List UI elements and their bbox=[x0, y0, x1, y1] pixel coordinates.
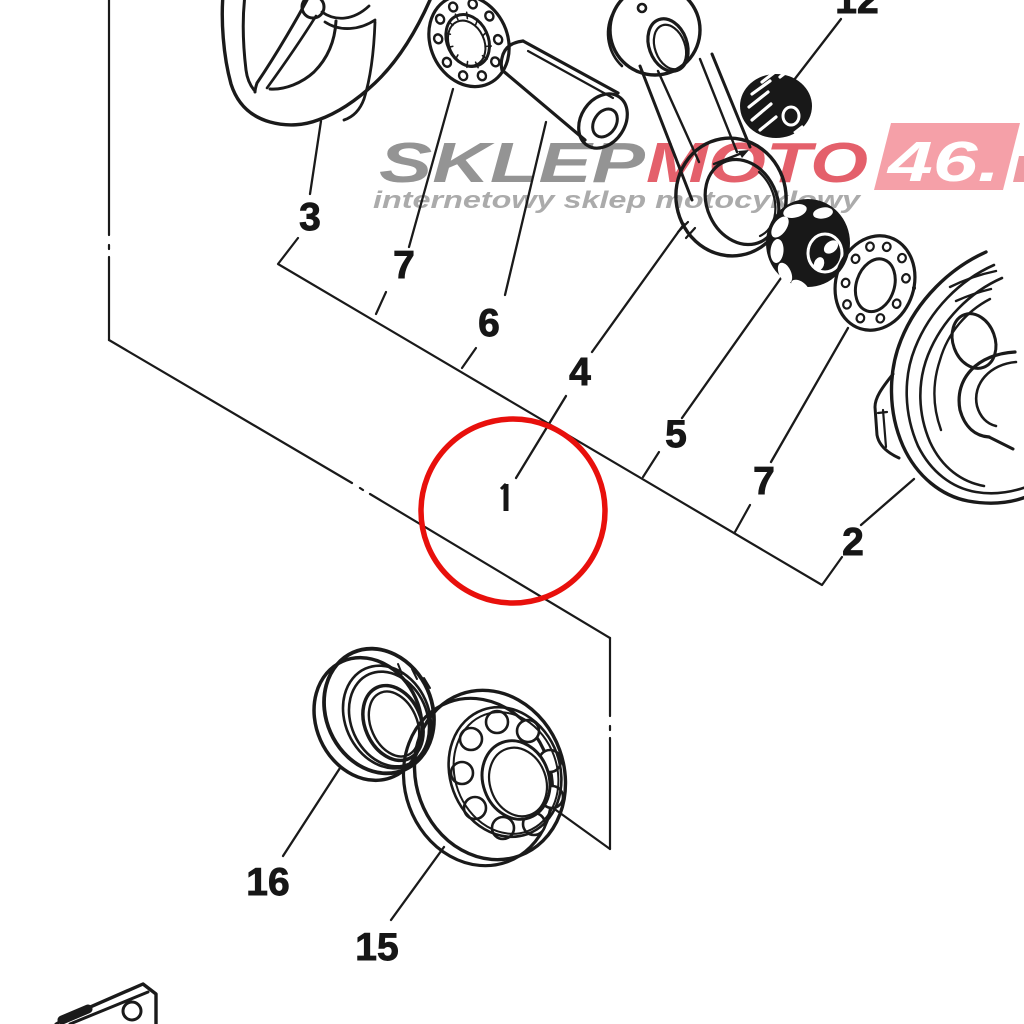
svg-text:16: 16 bbox=[246, 861, 289, 904]
svg-text:6: 6 bbox=[478, 302, 500, 345]
svg-text:2: 2 bbox=[842, 521, 864, 564]
svg-text:5: 5 bbox=[665, 413, 687, 456]
svg-text:4: 4 bbox=[569, 351, 591, 394]
svg-text:SKLEP: SKLEP bbox=[379, 131, 646, 195]
svg-text:46.: 46. bbox=[887, 130, 1000, 194]
svg-text:3: 3 bbox=[299, 196, 321, 239]
svg-text:MOTO: MOTO bbox=[646, 131, 868, 195]
svg-text:internetowy sklep motocyklowy: internetowy sklep motocyklowy bbox=[373, 187, 862, 214]
svg-text:12: 12 bbox=[835, 0, 878, 22]
svg-text:7: 7 bbox=[753, 460, 775, 503]
svg-text:7: 7 bbox=[393, 244, 415, 287]
svg-text:15: 15 bbox=[355, 926, 398, 969]
